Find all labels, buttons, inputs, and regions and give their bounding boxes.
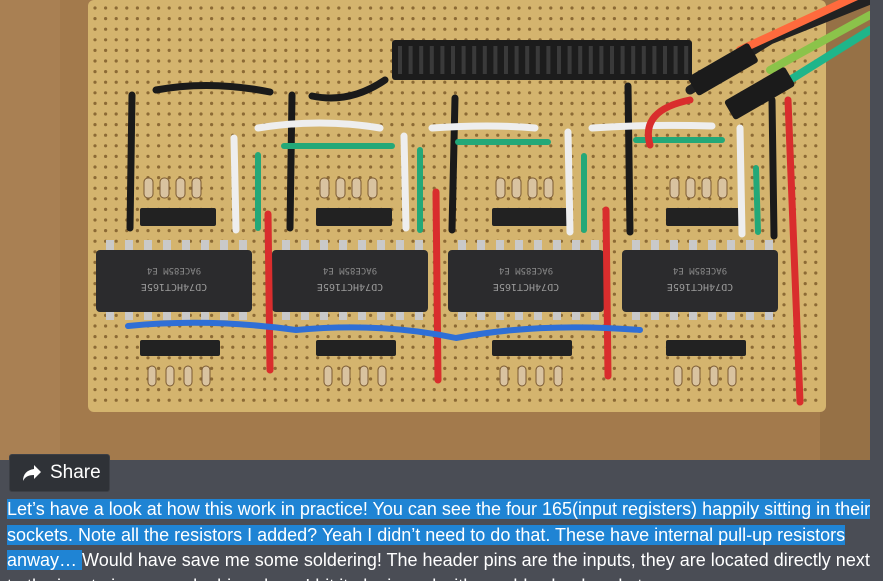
wire-black [624,82,634,236]
connector-plug [724,67,795,120]
resistor [543,177,554,199]
ic-package [272,250,428,312]
pin-header [492,208,568,226]
wire-red [784,96,804,406]
pin-header [316,340,396,356]
resistor [201,365,211,387]
ribbon-wire [736,0,858,54]
chip-marking: CD74HCT165E [317,281,383,292]
wire-green [753,165,761,235]
pin-header [666,340,746,356]
chip-4: CD74HCT165E 9ACE85M E4 [622,177,778,387]
resistor [499,365,509,387]
pin-header [316,208,392,226]
resistor [511,177,522,199]
wire-blue [125,319,643,342]
resistor [351,177,362,199]
resistor [527,177,538,199]
article-paragraph: Let’s have a look at how this work in pr… [7,497,877,581]
resistor [377,365,387,387]
pin-header [140,208,216,226]
share-arrow-icon [23,465,41,481]
ribbon-wire [766,11,870,74]
resistor [517,365,527,387]
header-pin-strip [392,40,692,80]
wire-black [768,96,778,240]
wire-black [286,91,296,232]
chip-marking: CD74HCT165E [141,281,207,292]
wire-black [152,81,274,96]
post-photo[interactable]: CD74HCT165E 9ACE85M E4 CD74HCT165E 9ACE85M … [0,0,870,460]
resistor [359,365,369,387]
resistor [669,177,680,199]
wire-white [736,124,746,238]
ic-package [448,250,604,312]
resistor [191,177,202,199]
pin-header [666,208,742,226]
resistor [183,365,193,387]
pin-header [492,340,572,356]
resistor [717,177,728,199]
ic-package [622,250,778,312]
chip-marking: 9ACE85M E4 [499,265,553,275]
wire-white [254,119,384,132]
share-button-label: Share [50,462,101,483]
resistor [159,177,170,199]
resistor [709,365,719,387]
share-button[interactable]: Share [9,454,110,492]
resistor [701,177,712,199]
resistor [175,177,186,199]
wire-red [602,206,612,380]
resistor [685,177,696,199]
resistor [727,365,737,387]
stripboard-photo: CD74HCT165E 9ACE85M E4 CD74HCT165E 9ACE85M … [88,0,870,460]
chip-marking: CD74HCT165E [667,281,733,292]
resistor [691,365,701,387]
chip-marking: 9ACE85M E4 [323,265,377,275]
wire-white [428,122,539,132]
chip-2: CD74HCT165E 9ACE85M E4 [272,177,428,387]
resistor [535,365,545,387]
chip-1: CD74HCT165E 9ACE85M E4 [96,177,252,387]
resistor [673,365,683,387]
wire-red [264,210,274,374]
wire-red [432,188,442,384]
resistor [323,365,333,387]
chip-marking: CD74HCT165E [493,281,559,292]
chip-marking: 9ACE85M E4 [147,265,201,275]
resistor [319,177,330,199]
wire-red [645,96,694,149]
resistor [495,177,506,199]
wire-white [230,134,240,234]
resistor [553,365,563,387]
resistor [335,177,346,199]
resistor [341,365,351,387]
unselected-text: Would have save me some soldering! The h… [7,550,870,581]
resistor [147,365,157,387]
chip-marking: 9ACE85M E4 [673,265,727,275]
connector-plug [688,43,758,96]
ribbon-wire [786,26,870,84]
chip-3: CD74HCT165E 9ACE85M E4 [448,177,604,387]
resistor [367,177,378,199]
pin-header [140,340,220,356]
wire-white [400,132,410,232]
wire-black [126,91,136,232]
resistor [165,365,175,387]
wire-white [564,128,574,236]
wire-black [308,76,389,102]
resistor [143,177,154,199]
wire-black [448,94,459,234]
ic-package [96,250,252,312]
